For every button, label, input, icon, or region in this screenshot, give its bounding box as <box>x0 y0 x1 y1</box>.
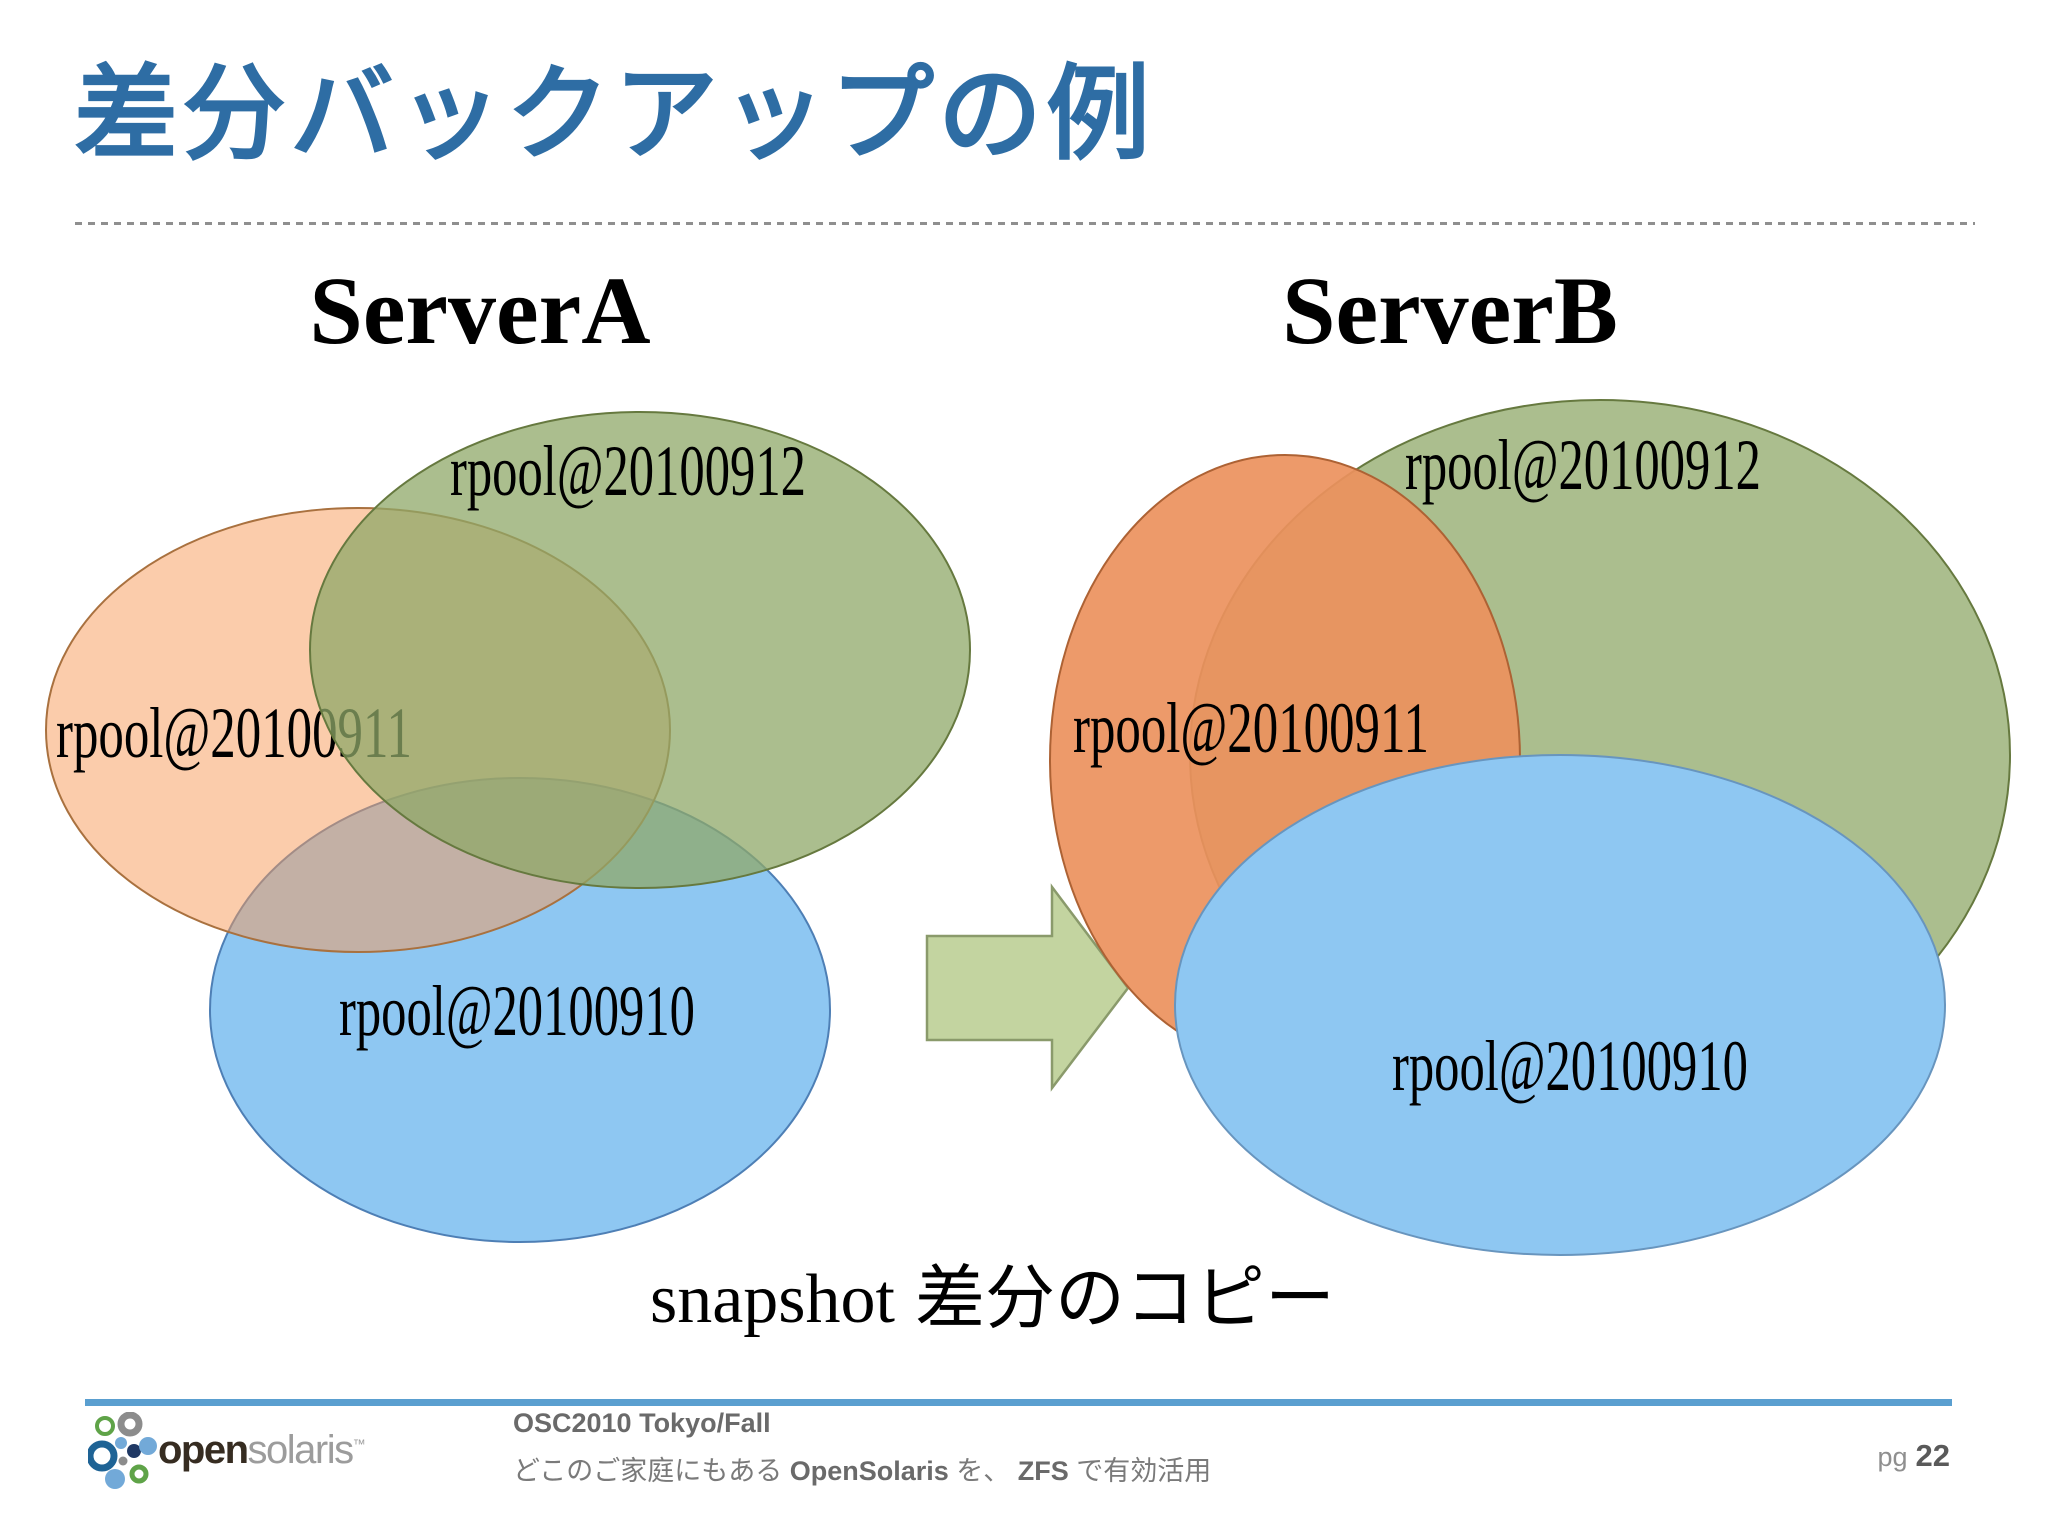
tagline-post: で有効活用 <box>1068 1456 1212 1486</box>
left-snapshot-912-label: rpool@20100912 <box>450 431 806 511</box>
logo-word-solaris: solaris <box>247 1428 355 1472</box>
left-snapshot-912-ellipse <box>309 411 971 889</box>
right-snapshot-912-label: rpool@20100912 <box>1405 425 1761 505</box>
tagline-pre: どこのご家庭にもある <box>513 1456 790 1486</box>
left-snapshot-910-label: rpool@20100910 <box>339 971 695 1051</box>
copy-arrow <box>925 883 1130 1092</box>
opensolaris-wordmark: opensolaris™ <box>158 1428 366 1472</box>
right-snapshot-911-label: rpool@20100911 <box>1073 688 1429 768</box>
caption-snapshot-text: snapshot <box>650 1261 895 1338</box>
footer-divider-bar <box>85 1399 1952 1406</box>
logo-word-open: open <box>158 1428 249 1472</box>
right-snapshot-910-label: rpool@20100910 <box>1392 1026 1748 1106</box>
footer-event-title: OSC2010 Tokyo/Fall <box>513 1408 771 1438</box>
caption-japanese-text: 差分のコピー <box>915 1259 1335 1337</box>
tagline-mid: を、 <box>948 1456 1018 1486</box>
tagline-opensolaris: OpenSolaris <box>789 1456 949 1486</box>
logo-trademark: ™ <box>352 1436 366 1452</box>
footer-tagline: どこのご家庭にもある OpenSolaris を、 ZFS で有効活用 <box>513 1455 1413 1487</box>
right-snapshot-910-ellipse <box>1174 754 1946 1256</box>
diagram-caption: snapshot 差分のコピー <box>650 1258 1335 1341</box>
opensolaris-logo-icon <box>88 1412 157 1489</box>
tagline-zfs: ZFS <box>1017 1456 1069 1486</box>
page-label: pg <box>1877 1442 1908 1472</box>
server-a-heading: ServerA <box>309 257 651 364</box>
server-b-heading: ServerB <box>1282 257 1618 364</box>
slide-title: 差分バックアップの例 <box>74 57 1155 173</box>
page-number-value: 22 <box>1915 1438 1950 1473</box>
title-separator <box>75 222 1975 225</box>
footer-center-block: OSC2010 Tokyo/Fall どこのご家庭にもある OpenSolari… <box>513 1410 1413 1487</box>
